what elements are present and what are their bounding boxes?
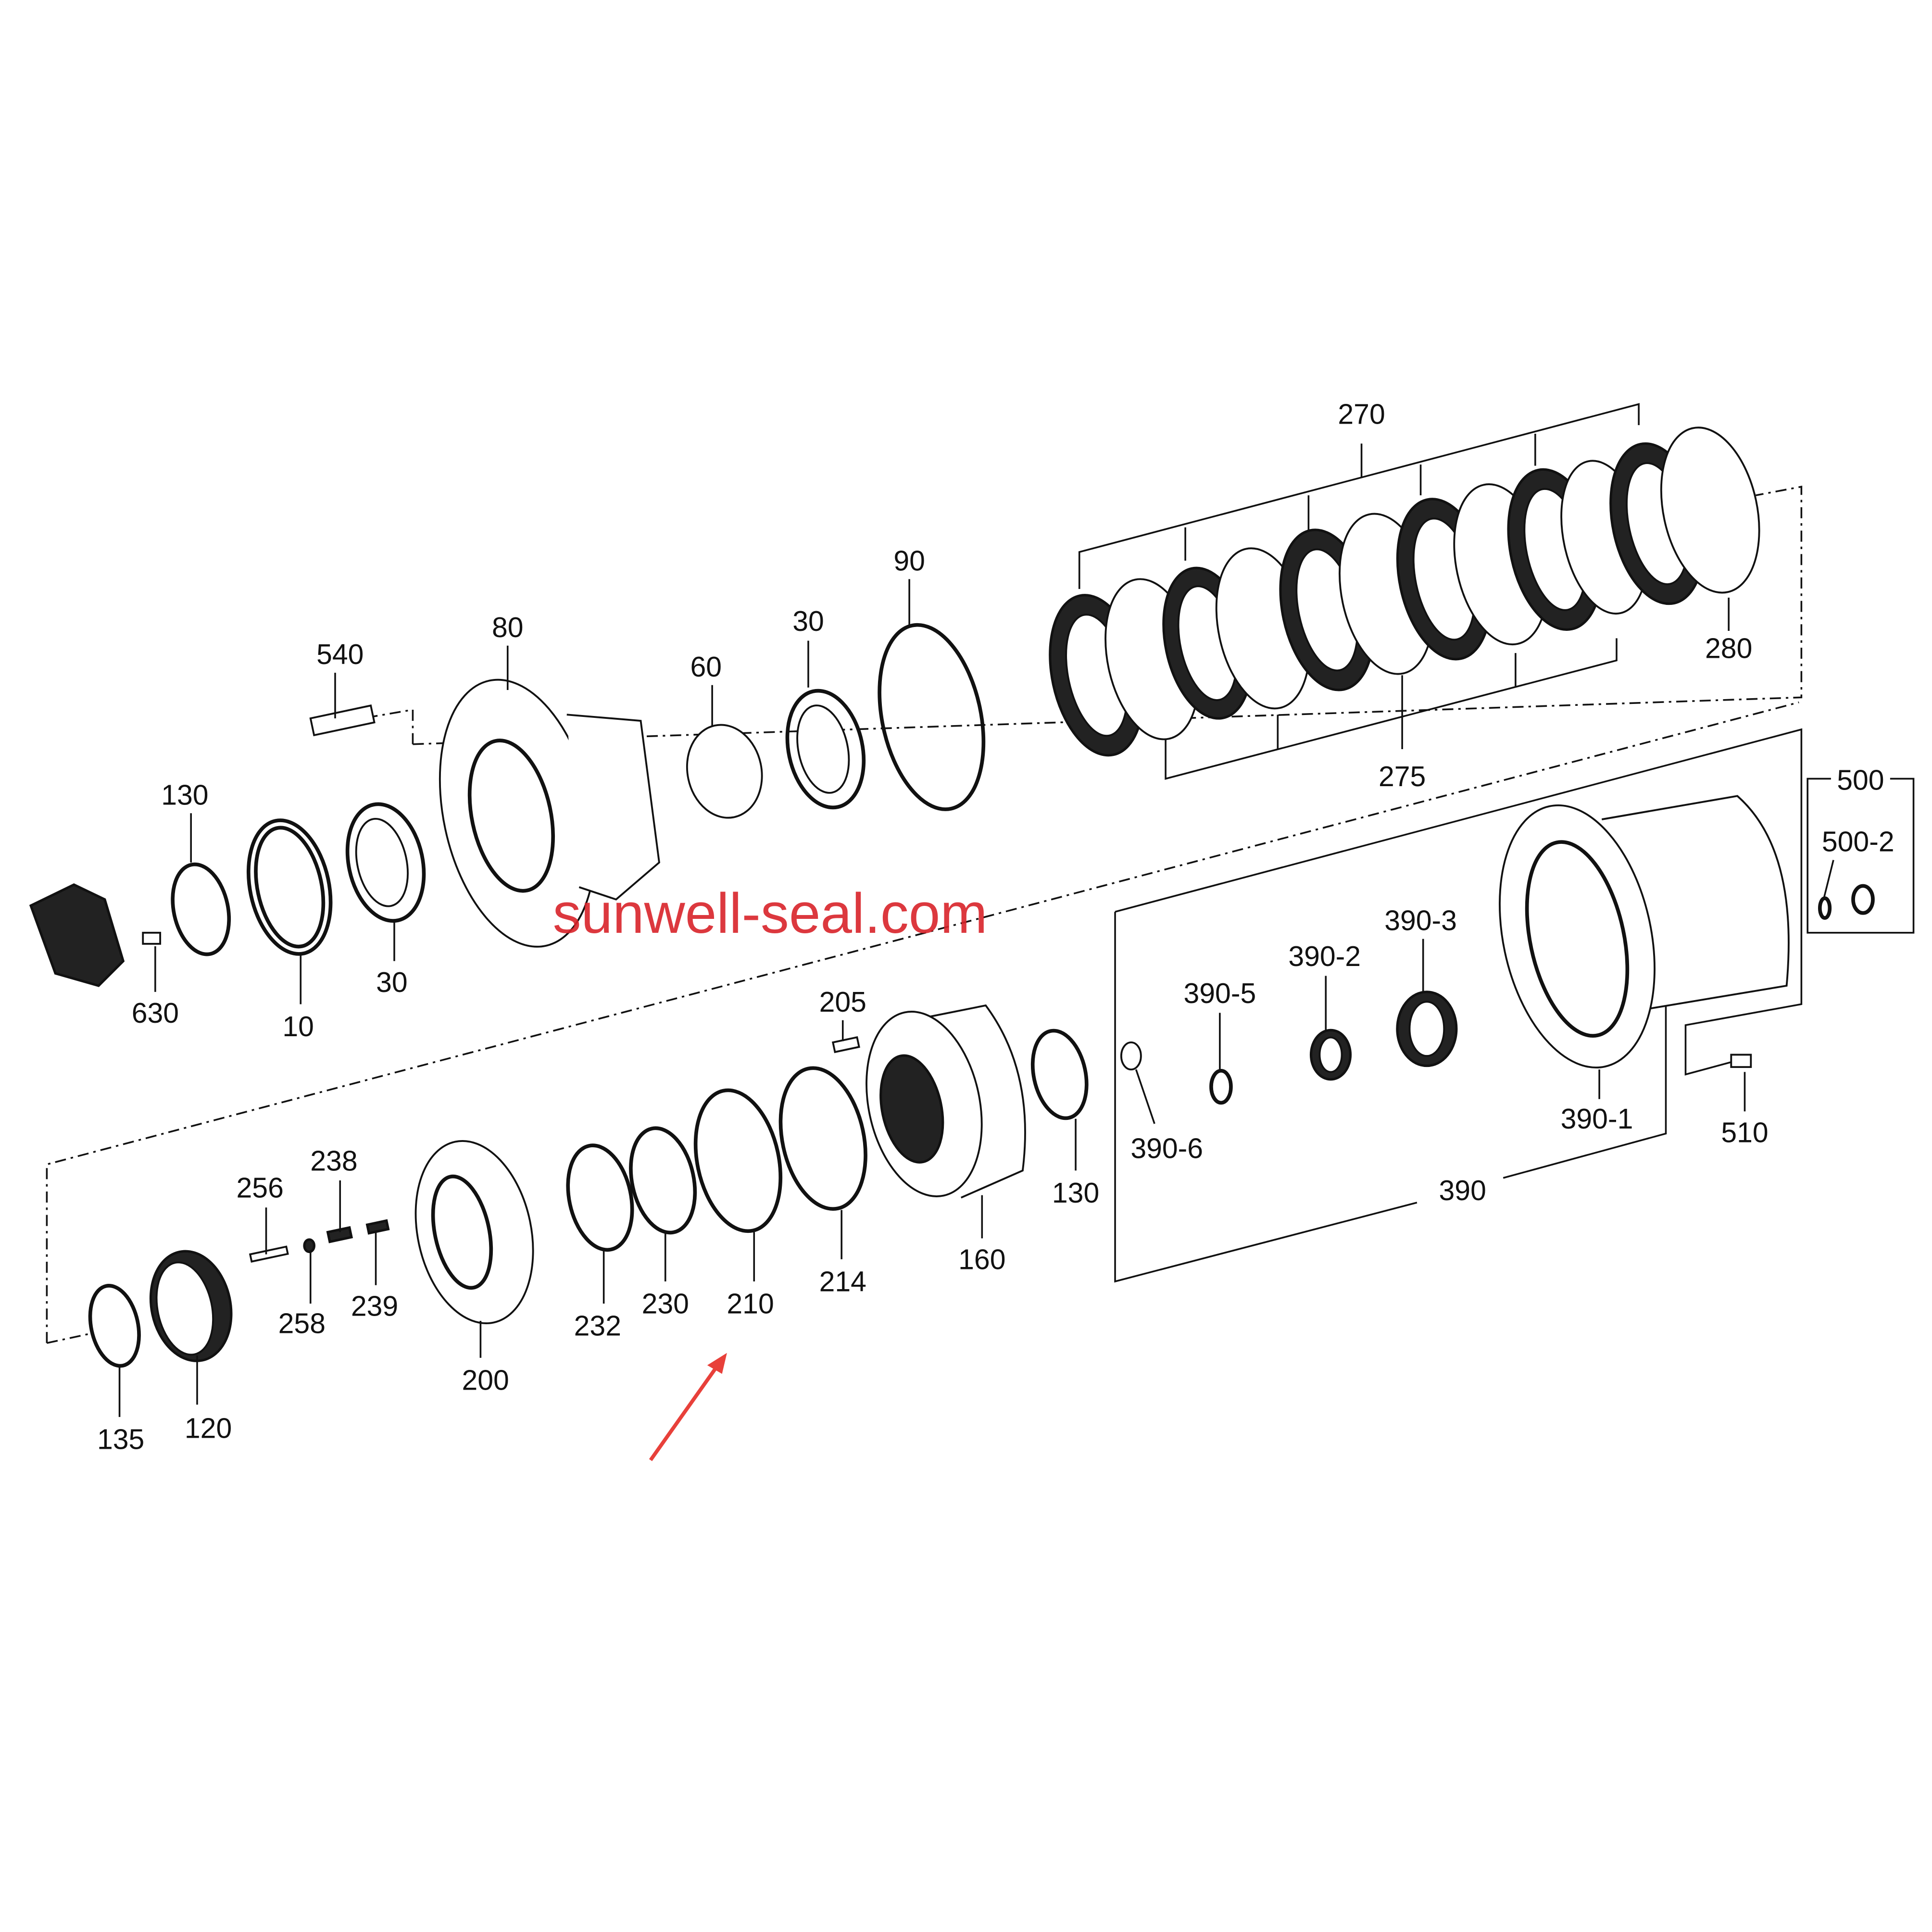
label-232: 232 [574,1311,621,1342]
part-200-piston [414,1140,534,1325]
label-256: 256 [237,1173,284,1204]
part-30-upper-inner [796,704,850,794]
part-30-bearing-upper [785,689,866,810]
part-60-bushing [686,724,763,819]
label-230: 230 [642,1289,689,1320]
part-280-endplate [1660,427,1760,594]
bracket-390 [1114,728,1803,1283]
part-120-bore [155,1261,214,1356]
assembly-boundary [46,486,1803,1343]
label-239: 239 [351,1291,398,1322]
label-510: 510 [1721,1117,1768,1148]
label-238: 238 [310,1145,357,1177]
part-258-ball [303,1238,315,1254]
label-60: 60 [690,652,722,683]
part-390-2-bore [1318,1036,1343,1073]
part-210-ring [693,1088,783,1233]
label-30-lower: 30 [376,967,408,998]
label-390-6: 390-6 [1130,1133,1203,1165]
red-arrow-icon [649,1353,727,1461]
part-540-pin [309,704,376,737]
part-80-bore [467,739,555,893]
part-390-1-bore [1525,840,1630,1038]
boundary-lower [46,1332,93,1344]
part-390-1-flange [1499,804,1656,1069]
part-230-ring [629,1126,697,1235]
part-30-bearing-inner [355,817,409,907]
part-510-screw [1730,1054,1752,1068]
part-500-2-plug [1851,884,1875,915]
label-390-5: 390-5 [1184,978,1256,1009]
part-10-seal [246,818,333,956]
part-630-screw [142,931,162,945]
label-500: 500 [1837,765,1884,796]
part-390-6-washer [1120,1041,1142,1071]
label-258: 258 [278,1308,326,1340]
label-540: 540 [316,639,364,670]
clutch-pack [1049,427,1760,757]
part-130-oring [171,862,231,956]
label-130-upper: 130 [161,779,208,811]
label-135: 135 [97,1424,144,1455]
part-130-oring-lower [1030,1029,1089,1120]
label-500-2: 500-2 [1822,827,1894,858]
part-10-inner [254,826,326,949]
part-239-spring [365,1219,390,1235]
part-214-ring [778,1066,867,1211]
bracket-275 [1165,638,1618,780]
label-390-1: 390-1 [1561,1104,1633,1135]
watermark: sunwell-seal.com [553,881,988,945]
label-275: 275 [1379,761,1426,792]
label-210: 210 [727,1289,774,1320]
label-280: 280 [1705,633,1752,664]
part-cover [29,883,125,987]
label-500-bg [1831,764,1890,794]
part-135-ring [88,1284,141,1368]
label-160: 160 [958,1244,1005,1275]
label-130-lower: 130 [1052,1178,1099,1209]
part-390-3-bore [1408,1001,1445,1057]
part-256-pin [249,1245,289,1263]
part-80-body [566,714,660,901]
part-200-bore [431,1174,493,1290]
part-500-ring [1818,896,1832,920]
label-10: 10 [282,1011,314,1042]
label-630: 630 [132,998,179,1029]
label-390-3: 390-3 [1384,905,1457,937]
label-390-2: 390-2 [1288,941,1361,972]
label-30-upper: 30 [792,606,824,637]
label-120: 120 [185,1413,232,1444]
leader-lines [118,579,1834,1417]
label-80: 80 [492,612,524,643]
bracket-270 [1078,403,1640,589]
label-390: 390 [1439,1175,1486,1206]
part-205-pin [831,1036,860,1054]
label-214: 214 [819,1267,866,1298]
part-390-5-clip [1209,1068,1233,1105]
label-205: 205 [819,987,866,1018]
label-270: 270 [1338,399,1385,430]
part-232-ring [566,1143,634,1252]
part-160-spline [879,1054,944,1164]
part-30-bearing [345,802,426,923]
label-90: 90 [893,545,925,577]
part-238-spring [326,1226,353,1243]
label-200: 200 [462,1365,509,1396]
part-90-ring [878,623,986,811]
